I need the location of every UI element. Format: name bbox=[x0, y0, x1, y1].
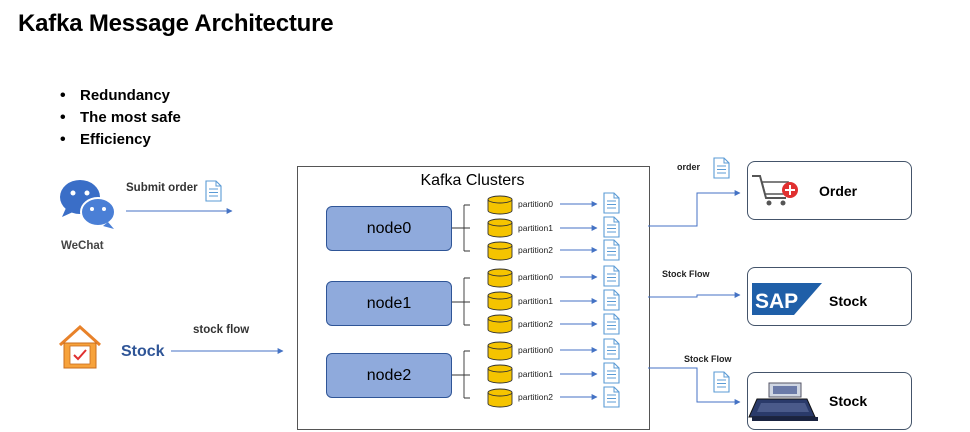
partition-label: partition2 bbox=[518, 319, 553, 329]
stock-flow-label-pos: Stock Flow bbox=[684, 354, 732, 364]
feature-item: Redundancy bbox=[60, 85, 181, 107]
order-doc-icon bbox=[713, 157, 730, 179]
order-flow-label: order bbox=[677, 162, 701, 172]
partition-label: partition0 bbox=[518, 272, 553, 282]
svg-text:SAP: SAP bbox=[755, 290, 798, 313]
wechat-label: WeChat bbox=[61, 240, 104, 252]
partition-doc-icons bbox=[603, 192, 620, 408]
partition-label: partition2 bbox=[518, 392, 553, 402]
cluster-title: Kafka Clusters bbox=[420, 172, 525, 189]
partition-braces bbox=[452, 204, 470, 399]
sap-output-arrow bbox=[648, 292, 741, 298]
feature-item: The most safe bbox=[60, 107, 181, 129]
node-box-1: node1 bbox=[326, 281, 452, 326]
partition-label: partition0 bbox=[518, 199, 553, 209]
message-doc-icon bbox=[205, 180, 222, 202]
partition-label: partition0 bbox=[518, 345, 553, 355]
pos-doc-icon bbox=[713, 371, 730, 393]
feature-item: Efficiency bbox=[60, 129, 181, 151]
partition-label: partition1 bbox=[518, 223, 553, 233]
pos-stock-label: Stock bbox=[829, 393, 868, 409]
stock-house-icon bbox=[58, 324, 102, 369]
submit-order-label: Submit order bbox=[126, 182, 198, 194]
stock-flow-label: stock flow bbox=[193, 324, 250, 336]
pos-output-arrow bbox=[648, 367, 741, 405]
sap-stock-label: Stock bbox=[829, 293, 868, 309]
feature-list: Redundancy The most safe Efficiency bbox=[60, 85, 181, 151]
partition-label: partition1 bbox=[518, 369, 553, 379]
node-box-0: node0 bbox=[326, 206, 452, 251]
order-destination-label: Order bbox=[819, 183, 858, 199]
pos-terminal-icon bbox=[748, 382, 818, 421]
partition-label: partition1 bbox=[518, 296, 553, 306]
partition-arrows bbox=[560, 201, 598, 400]
stock-source-label: Stock bbox=[121, 343, 165, 360]
order-output-arrow bbox=[648, 190, 741, 227]
sap-logo: SAP bbox=[752, 283, 822, 315]
partition-label: partition2 bbox=[518, 245, 553, 255]
stock-flow-label-sap: Stock Flow bbox=[662, 269, 710, 279]
node-box-2: node2 bbox=[326, 353, 452, 398]
order-destination bbox=[747, 161, 912, 220]
partition-stores bbox=[487, 195, 513, 408]
wechat-icon bbox=[60, 180, 116, 229]
page-title: Kafka Message Architecture bbox=[18, 10, 334, 37]
cart-icon bbox=[752, 175, 798, 206]
